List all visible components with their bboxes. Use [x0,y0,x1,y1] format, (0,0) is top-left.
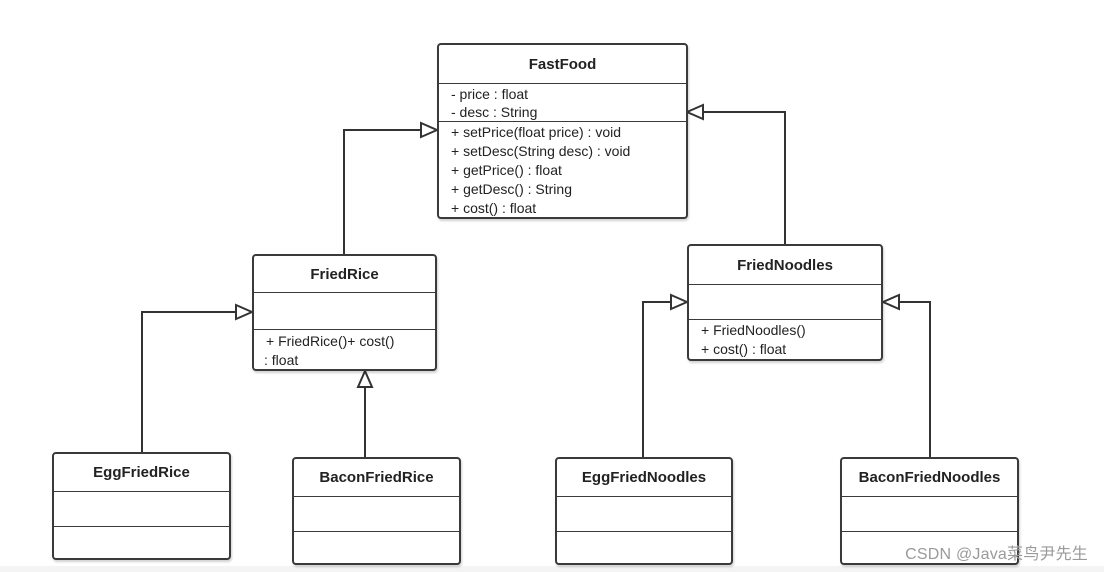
class-baconfriedrice-attributes [294,497,459,532]
class-fastfood-attributes: - price : float - desc : String [439,84,686,122]
class-friednoodles-name: FriedNoodles [689,246,881,285]
arrowhead-eggfriedrice-friedrice [235,303,255,321]
class-friednoodles-attributes [689,285,881,320]
operation-friedrice-cost: + FriedRice()+ cost() [266,333,395,349]
class-friedrice-attributes [254,293,435,330]
class-baconfriednoodles-name: BaconFriedNoodles [842,459,1017,497]
attribute-price: - price : float [451,86,529,102]
class-friednoodles-operations: + FriedNoodles() + cost() : float [689,320,881,359]
edge-eggfriednoodles-to-friednoodles [642,301,671,457]
operation-cost: + cost() : float [451,200,537,216]
class-friednoodles: FriedNoodles + FriedNoodles() + cost() :… [687,244,883,361]
class-eggfriedrice: EggFriedRice [52,452,231,560]
class-fastfood-name: FastFood [439,45,686,84]
class-friedrice-name: FriedRice [254,256,435,293]
operation-friednoodles-ctor: + FriedNoodles() [701,322,806,338]
class-fastfood: FastFood - price : float - desc : String… [437,43,688,219]
class-eggfriednoodles-operations [557,532,731,563]
arrowhead-friednoodles-fastfood [684,103,704,121]
edge-friedrice-to-fastfood [343,129,421,254]
class-friedrice: FriedRice + FriedRice()+ cost() : float [252,254,437,371]
class-eggfriednoodles-attributes [557,497,731,532]
operation-friedrice-return: : float [264,352,299,368]
watermark: CSDN @Java菜鸟尹先生 [905,546,1088,563]
class-baconfriednoodles: BaconFriedNoodles [840,457,1019,565]
class-baconfriedrice-name: BaconFriedRice [294,459,459,497]
operation-setdesc: + setDesc(String desc) : void [451,143,631,159]
operation-getprice: + getPrice() : float [451,162,562,178]
class-eggfriednoodles: EggFriedNoodles [555,457,733,565]
edge-friednoodles-to-fastfood [703,111,786,244]
arrowhead-baconfriednoodles-friednoodles [880,293,900,311]
operation-getdesc: + getDesc() : String [451,181,572,197]
class-baconfriedrice: BaconFriedRice [292,457,461,565]
operation-setprice: + setPrice(float price) : void [451,124,622,140]
arrowhead-eggfriednoodles-friednoodles [670,293,690,311]
class-friedrice-operations: + FriedRice()+ cost() : float [254,330,435,369]
class-baconfriednoodles-attributes [842,497,1017,532]
class-eggfriedrice-name: EggFriedRice [54,454,229,492]
edge-baconfriednoodles-to-friednoodles [899,301,931,457]
class-eggfriednoodles-name: EggFriedNoodles [557,459,731,497]
edge-eggfriedrice-to-friedrice [141,311,236,452]
class-fastfood-operations: + setPrice(float price) : void + setDesc… [439,122,686,217]
attribute-desc: - desc : String [451,104,538,120]
class-eggfriedrice-attributes [54,492,229,527]
class-eggfriedrice-operations [54,527,229,558]
arrowhead-friedrice-fastfood [420,121,440,139]
operation-friednoodles-cost: + cost() : float [701,341,787,357]
arrowhead-baconfriedrice-friedrice [356,368,374,388]
class-baconfriedrice-operations [294,532,459,563]
bottom-band [0,566,1104,572]
